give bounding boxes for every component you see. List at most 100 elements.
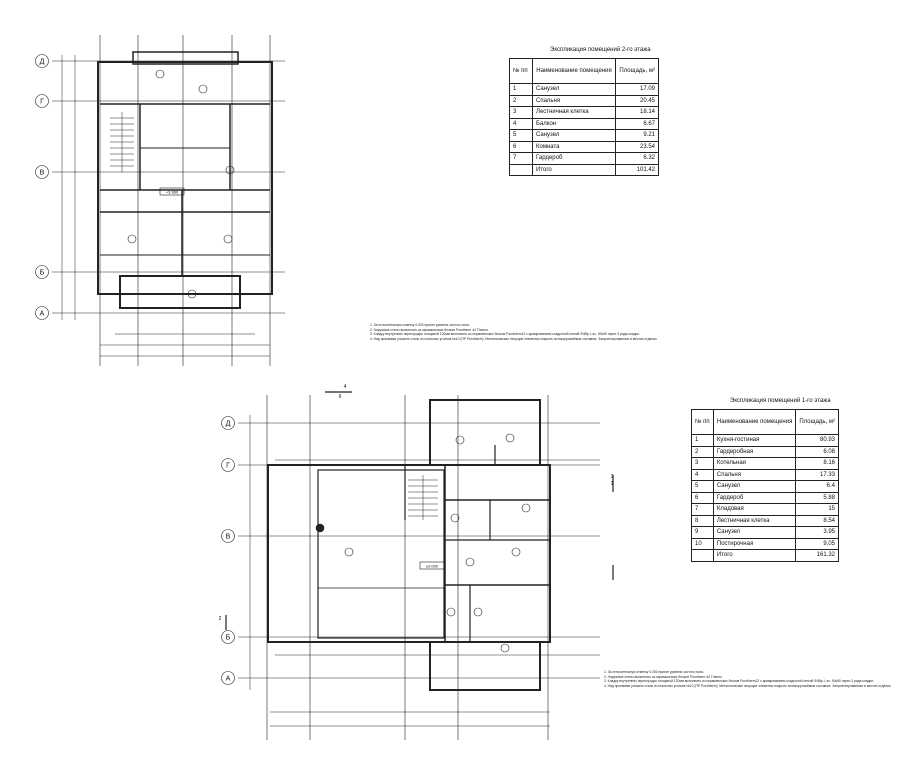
plan2-section-mark: 4 — [344, 384, 347, 390]
table-header-row: № пп Наименование помещения Площадь, м² — [691, 409, 839, 435]
room-area: 15 — [795, 503, 839, 516]
room-number: 5 — [509, 129, 533, 142]
room-name: Постирочная — [712, 537, 797, 550]
plan2-drawing — [221, 391, 614, 740]
header-name: Наименование помещения — [712, 409, 797, 435]
room-area: 17.33 — [795, 468, 839, 481]
total-area: 101.42 — [615, 163, 659, 176]
room-name: Санузел — [712, 526, 797, 539]
plan2-table-title: Экспликация помещений 1-го этажа — [730, 398, 831, 404]
plan2-section-mark: 2 — [219, 616, 222, 622]
room-number: 8 — [691, 514, 714, 527]
room-area: 9.21 — [615, 129, 659, 142]
room-name: Гардеробная — [712, 445, 797, 458]
note-line: 1. За относительную отметку 0.000 принят… — [604, 670, 704, 674]
room-name: Кладовая — [712, 503, 797, 516]
plan2-axis-label: Г — [226, 463, 230, 470]
note-line: 2. Наружные стены выполнить из керамичес… — [370, 327, 489, 332]
room-number: 2 — [691, 445, 714, 458]
plan1-room-table: № пп Наименование помещения Площадь, м² … — [509, 58, 659, 176]
room-name: Санузел — [532, 129, 616, 142]
room-number: 6 — [509, 140, 533, 153]
plan1-level-mark: +3.960 — [166, 190, 179, 195]
header-num: № пп — [509, 58, 533, 84]
plan1-table-title: Экспликация помещений 2-го этажа — [550, 47, 651, 53]
plan2-section-mark: 6 — [339, 394, 342, 400]
room-area: 8.54 — [795, 514, 839, 527]
plan2-notes: 1. За относительную отметку 0.000 принят… — [604, 670, 891, 688]
room-name: Котельная — [712, 457, 797, 470]
room-number: 10 — [691, 537, 714, 550]
room-name: Балкон — [532, 117, 616, 130]
room-number: 6 — [691, 491, 714, 504]
room-name: Лестничная клетка — [712, 514, 797, 527]
room-area: 20.45 — [615, 94, 659, 107]
room-area: 8.16 — [795, 457, 839, 470]
header-num: № пп — [691, 409, 714, 435]
header-name: Наименование помещения — [532, 58, 616, 84]
total-spacer — [691, 549, 714, 562]
plan2-room-table: № пп Наименование помещения Площадь, м² … — [691, 409, 839, 562]
plan1-axis-label: Д — [40, 59, 45, 66]
total-spacer — [509, 163, 533, 176]
room-area: 23.54 — [615, 140, 659, 153]
table-header-row: № пп Наименование помещения Площадь, м² — [509, 58, 659, 84]
plan1-axis-label: В — [40, 170, 45, 177]
room-number: 2 — [509, 94, 533, 107]
room-number: 1 — [509, 83, 533, 96]
note-line: 3. Кладку внутренних перегородок толщино… — [370, 332, 640, 337]
plan2-level-mark: ±0.000 — [426, 564, 439, 569]
note-line: 1. За относительную отметку 0.000 принят… — [370, 323, 470, 327]
room-area: 6.4 — [795, 480, 839, 493]
room-name: Санузел — [712, 480, 797, 493]
room-area: 6.08 — [795, 445, 839, 458]
room-name: Комната — [532, 140, 616, 153]
room-area: 9.05 — [795, 537, 839, 550]
room-name: Спальня — [712, 468, 797, 481]
room-area: 3.95 — [795, 526, 839, 539]
room-name: Санузел — [532, 83, 616, 96]
room-number: 5 — [691, 480, 714, 493]
room-area: 18.14 — [615, 106, 659, 119]
plan1-drawing — [35, 35, 285, 366]
note-line: 2. Наружные стены выполнить из керамичес… — [604, 674, 723, 679]
header-area: Площадь, м² — [615, 58, 659, 84]
room-name: Гардероб — [712, 491, 797, 504]
plan2-axis-label: А — [226, 676, 231, 683]
room-area: 5.88 — [795, 491, 839, 504]
note-line: 3. Кладку внутренних перегородок толщино… — [604, 679, 874, 684]
plan2-section-mark: 1 — [611, 481, 614, 487]
room-number: 7 — [509, 152, 533, 165]
plan2-axis-label: В — [226, 534, 231, 541]
note-line: 4. Над проемами уложить сталь из стальны… — [370, 336, 658, 341]
header-area: Площадь, м² — [795, 409, 839, 435]
note-line: 4. Над проемами уложить сталь из стальны… — [604, 683, 892, 688]
room-number: 3 — [691, 457, 714, 470]
room-number: 1 — [691, 434, 714, 447]
plan1-axis-label: Г — [40, 99, 44, 106]
plan1-axis-label: А — [40, 311, 45, 318]
room-number: 4 — [691, 468, 714, 481]
total-label: Итого — [532, 163, 616, 176]
plan2-axis-label: Б — [226, 635, 231, 642]
plan1-axis-label: Б — [40, 270, 45, 277]
room-area: 6.32 — [615, 152, 659, 165]
total-label: Итого — [712, 549, 797, 562]
plan1-notes: 1. За относительную отметку 0.000 принят… — [370, 323, 657, 341]
room-name: Спальня — [532, 94, 616, 107]
total-area: 161.32 — [795, 549, 839, 562]
